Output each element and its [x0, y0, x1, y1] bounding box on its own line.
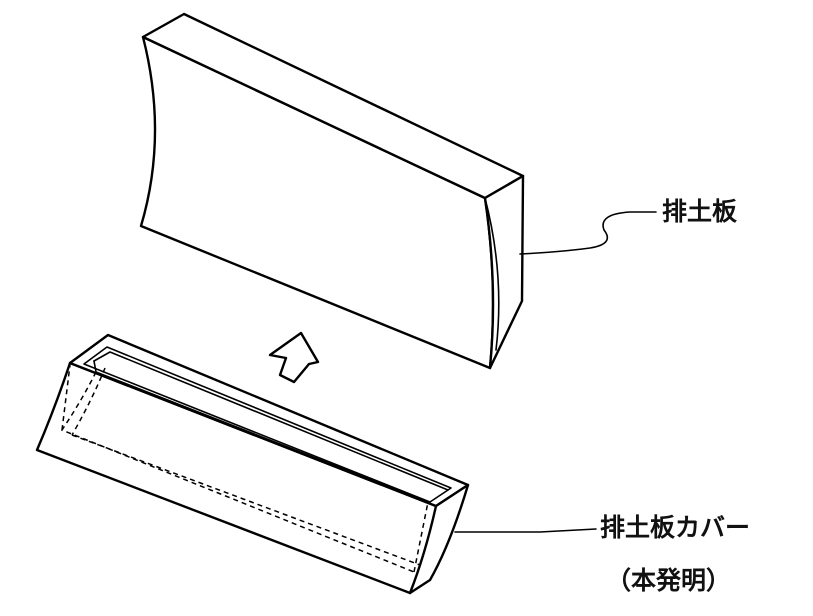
- blade-label: 排土板: [662, 197, 738, 226]
- blade-plate: [139, 12, 525, 370]
- cover-leader-line: [454, 528, 597, 533]
- blade-leader-line: [519, 211, 657, 255]
- cover-label: 排土板カバー: [600, 513, 751, 542]
- blade-cover: [35, 333, 470, 595]
- blade-side-face: [483, 174, 525, 370]
- invention-label: （本発明）: [606, 566, 732, 595]
- up-arrow-icon: [268, 331, 320, 384]
